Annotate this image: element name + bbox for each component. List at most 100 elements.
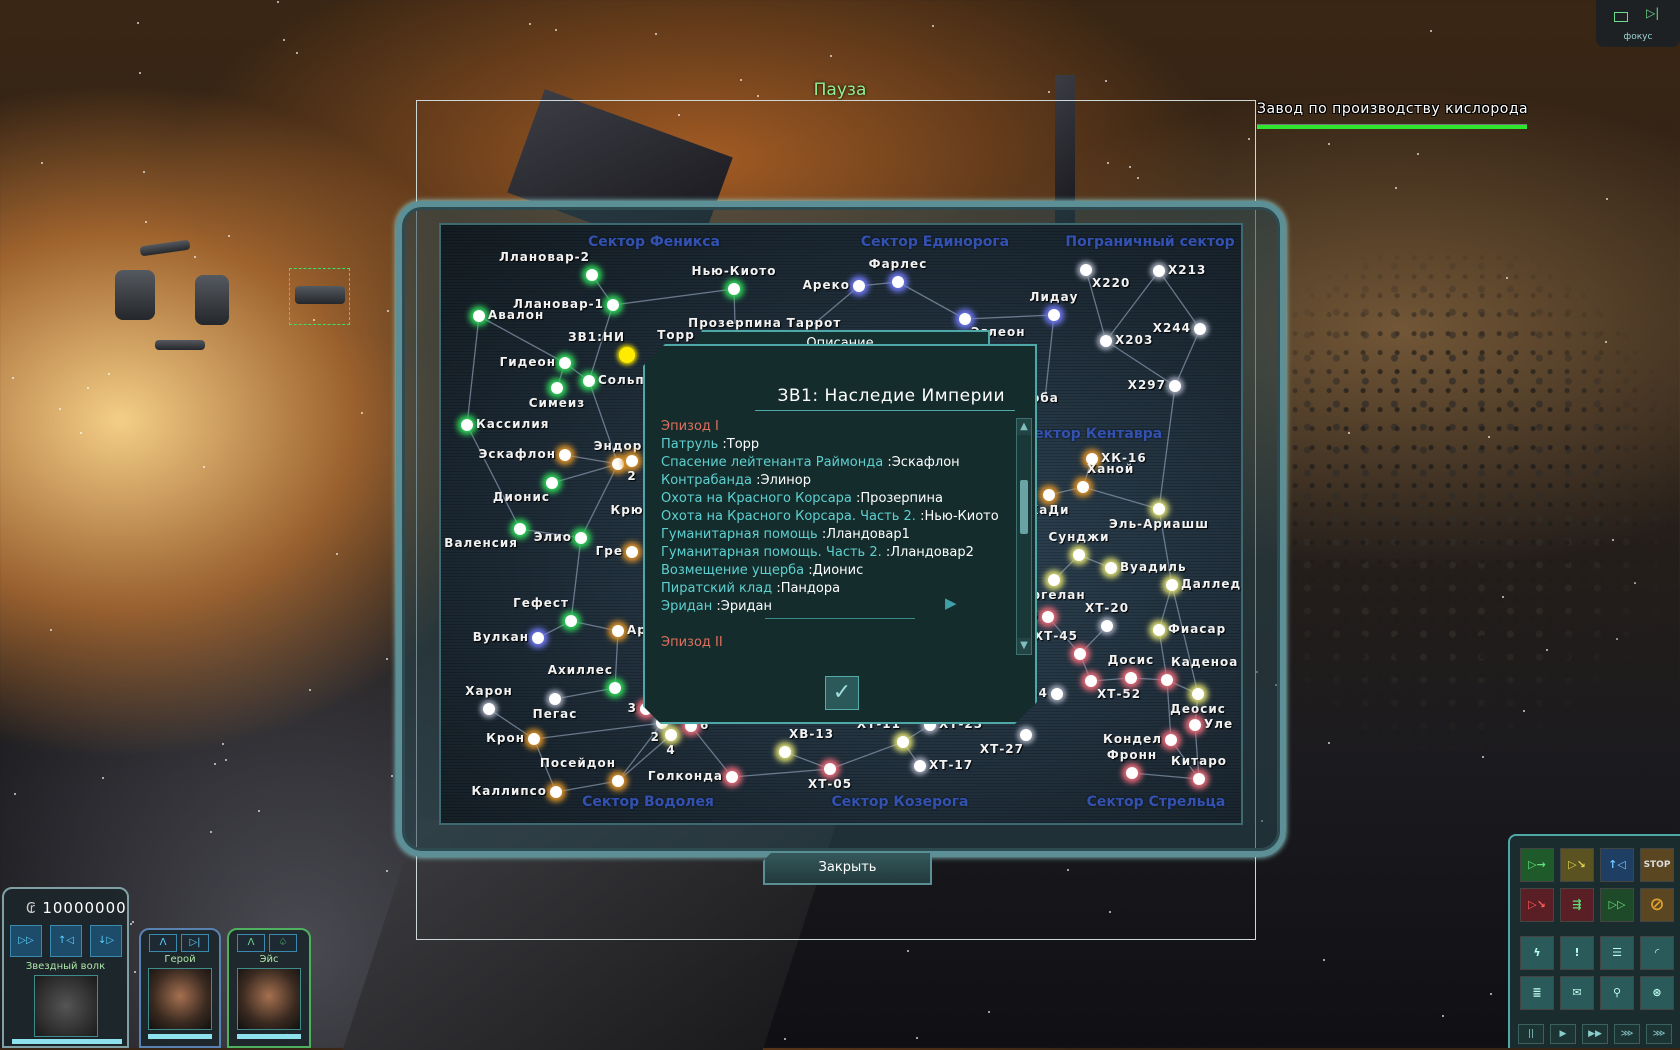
dialogue-icon[interactable]: ! — [1560, 936, 1594, 970]
energy-icon[interactable]: ϟ — [1520, 936, 1554, 970]
star-icon[interactable] — [1161, 674, 1173, 686]
star-icon[interactable] — [1042, 611, 1054, 623]
star-icon[interactable] — [575, 532, 587, 544]
crew-portrait[interactable] — [148, 968, 212, 1030]
mission-list-icon[interactable]: ☰ — [1600, 936, 1634, 970]
star-icon[interactable] — [897, 736, 909, 748]
star-icon[interactable] — [1043, 489, 1055, 501]
star-icon[interactable] — [607, 299, 619, 311]
star-icon[interactable] — [1153, 503, 1165, 515]
star-icon[interactable] — [546, 477, 558, 489]
star-icon[interactable] — [586, 269, 598, 281]
star-icon[interactable] — [892, 276, 904, 288]
star-icon[interactable] — [1086, 453, 1098, 465]
star-map-icon[interactable]: ⊛ — [1640, 976, 1674, 1010]
mission-row[interactable]: Охота на Красного Корсара. Часть 2. :Нью… — [661, 508, 1001, 526]
pilot-icon[interactable]: Λ — [149, 934, 177, 952]
star-icon[interactable] — [550, 786, 562, 798]
star-icon[interactable] — [612, 775, 624, 787]
speed-1-button[interactable]: ▶ — [1550, 1024, 1576, 1044]
crew-portrait[interactable] — [237, 968, 301, 1030]
star-icon[interactable] — [609, 682, 621, 694]
star-icon[interactable] — [914, 760, 926, 772]
move-order-icon[interactable]: ▷→ — [1520, 848, 1554, 882]
ship[interactable] — [155, 340, 205, 350]
star-icon[interactable] — [559, 449, 571, 461]
star-icon[interactable] — [559, 357, 571, 369]
star-icon[interactable] — [626, 546, 638, 558]
radar-icon[interactable]: ◜ — [1640, 936, 1674, 970]
star-icon[interactable] — [1073, 549, 1085, 561]
star-icon[interactable] — [612, 458, 624, 470]
skip-icon[interactable]: ▷| — [181, 934, 209, 952]
star-icon[interactable] — [1074, 648, 1086, 660]
speed-4-button[interactable]: ⋙ — [1646, 1024, 1672, 1044]
mail-icon[interactable]: ✉ — [1560, 976, 1594, 1010]
cancel-order-icon[interactable]: ⊘ — [1640, 888, 1674, 922]
pilot-icon[interactable]: Λ — [237, 934, 265, 952]
star-icon[interactable] — [612, 625, 624, 637]
focus-button[interactable]: ▷| фокус — [1596, 0, 1680, 47]
star-icon[interactable] — [1085, 675, 1097, 687]
star-icon[interactable] — [1126, 767, 1138, 779]
mission-row[interactable]: Эридан :Эридан — [661, 598, 1001, 616]
mission-row[interactable]: Охота на Красного Корсара :Прозерпина — [661, 490, 1001, 508]
stop-button[interactable]: STOP — [1640, 848, 1674, 882]
star-icon[interactable] — [1077, 481, 1089, 493]
scroll-up-icon[interactable]: ▲ — [1017, 419, 1031, 435]
star-icon[interactable] — [1105, 562, 1117, 574]
ship-portrait[interactable] — [34, 975, 98, 1037]
star-icon[interactable] — [824, 763, 836, 775]
star-icon[interactable] — [1051, 688, 1063, 700]
ship-formation-up-icon[interactable]: ↑◁ — [50, 925, 82, 957]
mission-row[interactable]: Контрабанда :Элинор — [661, 472, 1001, 490]
fire-order-icon[interactable]: ⇶ — [1560, 888, 1594, 922]
mission-row[interactable]: Патруль :Торр — [661, 436, 1001, 454]
confirm-checkmark-button[interactable]: ✓ — [825, 676, 859, 710]
star-icon[interactable] — [1048, 309, 1060, 321]
mission-row[interactable]: Гуманитарная помощь :Лландовар1 — [661, 526, 1001, 544]
star-icon[interactable] — [1166, 579, 1178, 591]
star-icon[interactable] — [853, 280, 865, 292]
star-icon[interactable] — [1020, 729, 1032, 741]
star-icon[interactable] — [1153, 624, 1165, 636]
speed-3-button[interactable]: ⋙ — [1614, 1024, 1640, 1044]
star-icon[interactable] — [728, 283, 740, 295]
mission-row[interactable]: Гуманитарная помощь. Часть 2. :Лландовар… — [661, 544, 1001, 562]
dock-order-icon[interactable]: ↑◁ — [1600, 848, 1634, 882]
star-icon[interactable] — [461, 419, 473, 431]
mission-row[interactable]: Пиратский клад :Пандора — [661, 580, 1001, 598]
star-icon[interactable] — [619, 347, 635, 363]
ship-attack-order-icon[interactable]: ▷▷ — [10, 925, 42, 957]
star-icon[interactable] — [565, 615, 577, 627]
ship[interactable] — [139, 239, 191, 257]
star-icon[interactable] — [626, 455, 638, 467]
scroll-thumb[interactable] — [1020, 480, 1028, 534]
tech-tree-icon[interactable]: ⚲ — [1600, 976, 1634, 1010]
star-icon[interactable] — [1165, 734, 1177, 746]
attack-order-icon[interactable]: ▷↘ — [1520, 888, 1554, 922]
star-icon[interactable] — [1101, 620, 1113, 632]
star-icon[interactable] — [1193, 773, 1205, 785]
star-icon[interactable] — [483, 703, 495, 715]
star-icon[interactable] — [549, 693, 561, 705]
star-icon[interactable] — [583, 375, 595, 387]
ship[interactable] — [115, 270, 155, 320]
star-icon[interactable] — [779, 746, 791, 758]
close-button[interactable]: Закрыть — [763, 851, 932, 885]
follow-order-icon[interactable]: ▷↘ — [1560, 848, 1594, 882]
star-icon[interactable] — [528, 733, 540, 745]
log-icon[interactable]: ≣ — [1520, 976, 1554, 1010]
scrollbar[interactable]: ▲ ▼ — [1016, 418, 1032, 655]
pause-speed-button[interactable]: || — [1518, 1024, 1544, 1044]
star-icon[interactable] — [1153, 265, 1165, 277]
mission-row[interactable]: Спасение лейтенанта Раймонда :Эскафлон — [661, 454, 1001, 472]
star-icon[interactable] — [665, 729, 677, 741]
scroll-down-icon[interactable]: ▼ — [1017, 638, 1031, 654]
star-icon[interactable] — [726, 771, 738, 783]
star-icon[interactable] — [514, 523, 526, 535]
spade-icon[interactable]: ♤ — [269, 934, 297, 952]
star-icon[interactable] — [1125, 672, 1137, 684]
speed-2-button[interactable]: ▶▶ — [1582, 1024, 1608, 1044]
ship-formation-down-icon[interactable]: ↓▷ — [90, 925, 122, 957]
